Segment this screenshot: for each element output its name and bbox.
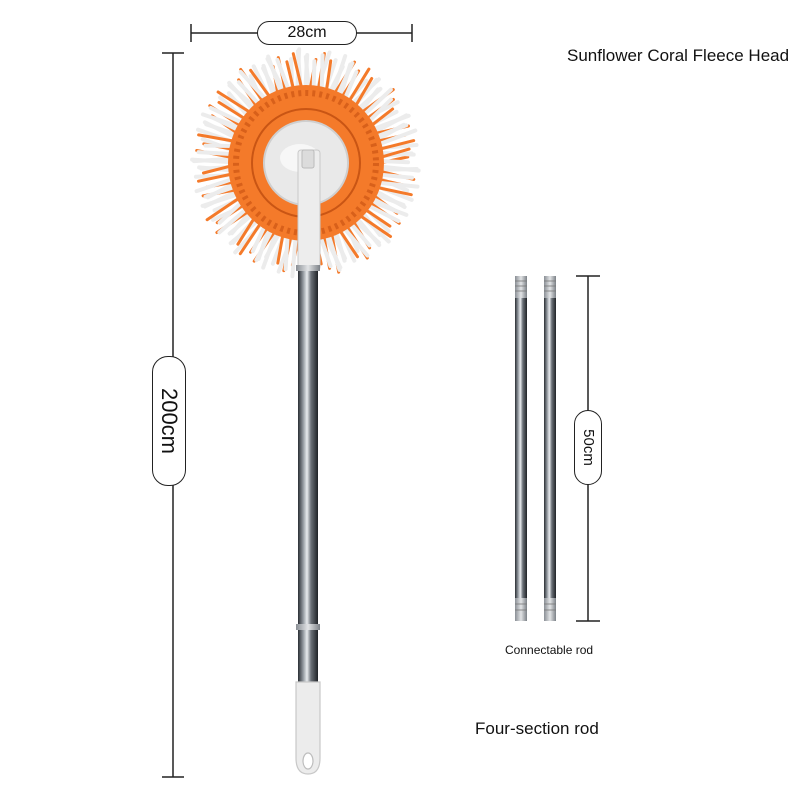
total-length-value: 200cm — [157, 387, 183, 455]
four-section-rod-caption: Four-section rod — [475, 719, 599, 738]
total-length-label: 200cm — [152, 356, 186, 486]
handle-grip — [295, 681, 321, 775]
head-name-caption: Sunflower Coral Fleece Head — [567, 46, 790, 65]
main-rod — [296, 265, 320, 684]
connectable-rod-caption: Connectable rod — [505, 643, 594, 657]
width-value: 28cm — [287, 24, 327, 41]
fleece-head — [190, 47, 421, 279]
fleece-fringe — [190, 47, 421, 279]
rod-length-value: 50cm — [579, 429, 597, 466]
connectable-rod-left — [515, 276, 527, 621]
width-label: 28cm — [257, 21, 357, 45]
rod-length-label: 50cm — [574, 410, 602, 485]
connectable-rod-right — [544, 276, 556, 621]
